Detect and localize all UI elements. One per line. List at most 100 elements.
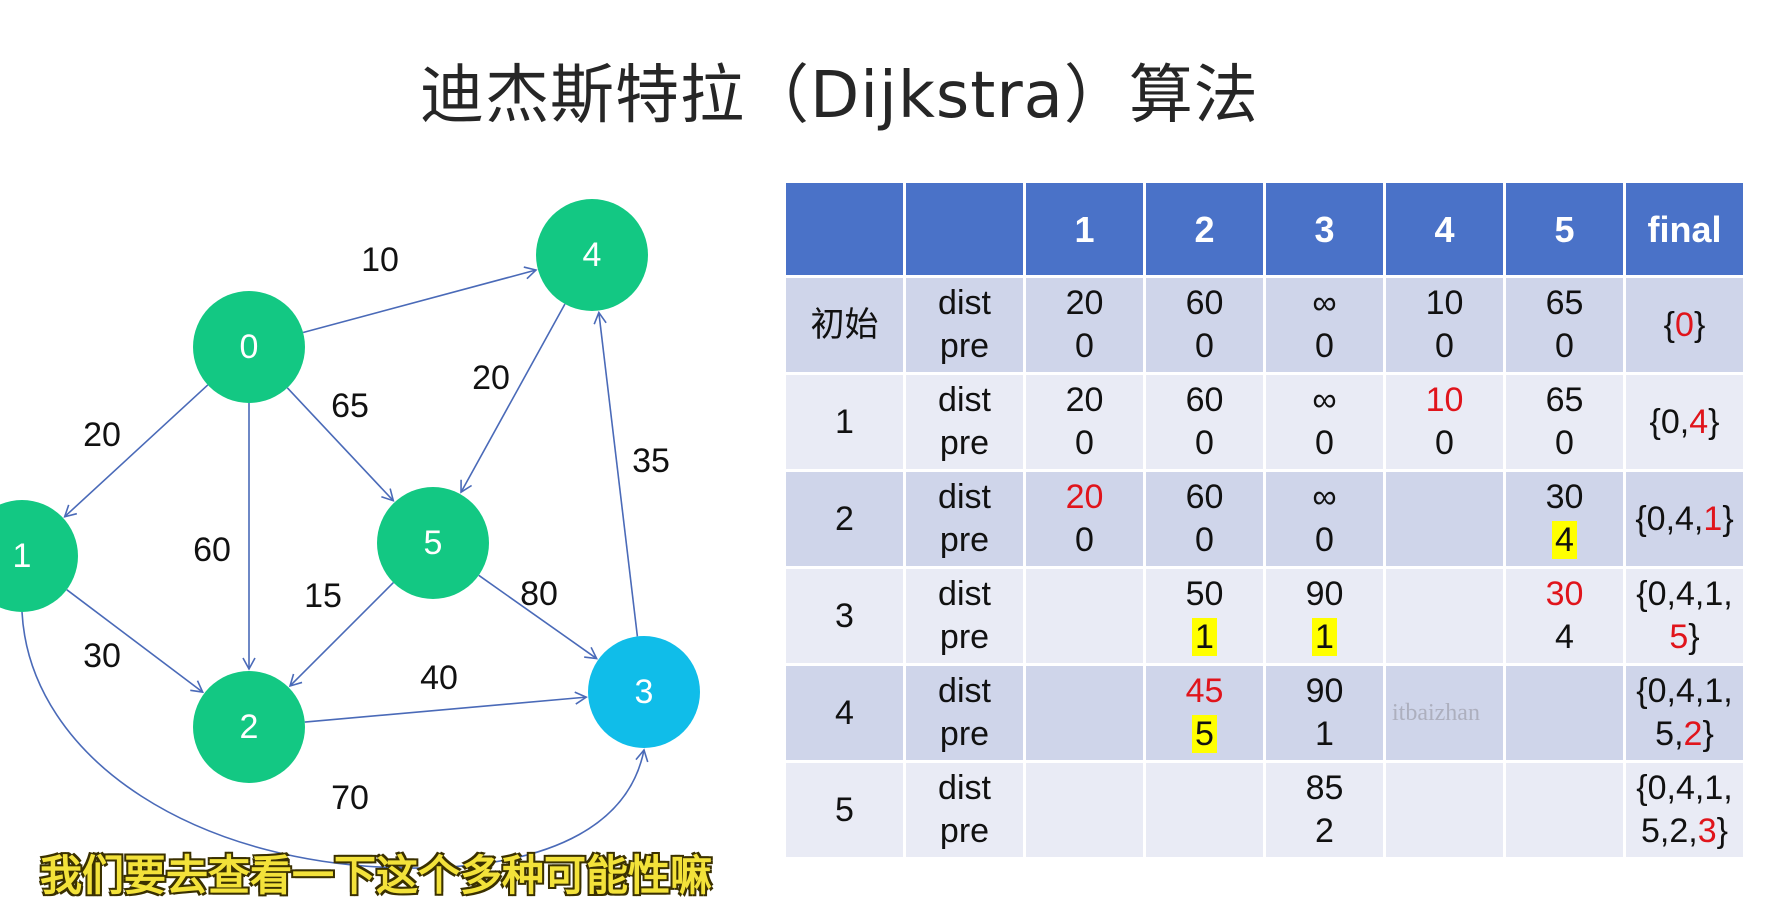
node-label-4: 4: [583, 236, 602, 274]
cell-vertex-1: [1026, 666, 1143, 760]
step-label: 4: [786, 666, 903, 760]
dist-value: 30: [1545, 478, 1584, 516]
row-label-dist: dist: [938, 769, 991, 807]
column-header-4: 4: [1386, 183, 1503, 275]
step-label: 1: [786, 375, 903, 469]
final-set-part: 2: [1683, 715, 1703, 753]
dist-value: 60: [1185, 381, 1224, 419]
edge-weight-5-2: 15: [304, 577, 342, 615]
dist-value: [1506, 767, 1623, 810]
column-header-2: 2: [1146, 183, 1263, 275]
edge-weight-0-5: 65: [331, 387, 369, 425]
pre-value: [1440, 812, 1449, 850]
pre-value: 4: [1555, 618, 1574, 656]
final-set: {0,4,1,5,2,3}: [1626, 763, 1743, 857]
pre-value: 1: [1192, 618, 1217, 656]
dist-value: ∞: [1312, 284, 1337, 322]
pre-value: 0: [1195, 521, 1214, 559]
node-5: [377, 487, 489, 599]
edge-0-5: [286, 387, 395, 502]
step-label: 初始: [786, 278, 903, 372]
dist-value: 50: [1185, 575, 1224, 613]
dist-value: 60: [1185, 478, 1224, 516]
dist-value: ∞: [1312, 381, 1337, 419]
pre-value: 0: [1555, 327, 1574, 365]
dist-value: ∞: [1312, 478, 1337, 516]
final-set: {0,4}: [1626, 375, 1743, 469]
row-label-pre: pre: [939, 327, 990, 365]
edge-weight-1-3: 70: [331, 779, 369, 817]
final-set-part: }: [1688, 618, 1700, 656]
cell-vertex-3: ∞0: [1266, 375, 1383, 469]
final-set-part: 0: [1675, 305, 1694, 344]
final-set-part: 1: [1703, 499, 1723, 538]
column-header-final: final: [1626, 183, 1743, 275]
node-1: [0, 500, 78, 612]
cell-vertex-3: ∞0: [1266, 278, 1383, 372]
dist-value: [1146, 767, 1263, 810]
pre-value: 1: [1312, 618, 1337, 656]
row-label-pre: pre: [939, 424, 990, 462]
dist-value: 90: [1305, 672, 1344, 710]
final-set-part: {0,4,1,: [1636, 575, 1733, 613]
step-label: 3: [786, 569, 903, 663]
row-labels: dist pre: [906, 666, 1023, 760]
edge-4-5: [460, 303, 566, 494]
edge-weight-5-3: 80: [520, 575, 558, 613]
node-0: [193, 291, 305, 403]
edge-5-3: [478, 574, 598, 660]
row-label-dist: dist: [938, 284, 991, 322]
node-4: [536, 199, 648, 311]
edge-0-4: [302, 266, 538, 334]
pre-value: 1: [1315, 715, 1334, 753]
edge-weight-4-5: 20: [472, 359, 510, 397]
final-set-part: }: [1693, 305, 1706, 344]
column-header-3: 3: [1266, 183, 1383, 275]
pre-value: [1080, 715, 1089, 753]
dist-value: [1026, 573, 1143, 616]
pre-value: 0: [1315, 521, 1334, 559]
final-set: {0,4,1,5}: [1626, 569, 1743, 663]
column-header-5: 5: [1506, 183, 1623, 275]
row-label-pre: pre: [939, 715, 990, 753]
node-label-3: 3: [635, 673, 654, 711]
node-label-1: 1: [13, 537, 32, 575]
pre-value: [1440, 618, 1449, 656]
pre-value: 0: [1195, 327, 1214, 365]
dist-value: 90: [1305, 575, 1344, 613]
pre-value: 4: [1552, 521, 1577, 559]
column-header-empty: [906, 183, 1023, 275]
cell-vertex-5: [1506, 666, 1623, 760]
pre-value: 0: [1075, 521, 1094, 559]
pre-value: 0: [1195, 424, 1214, 462]
row-label-pre: pre: [939, 521, 990, 559]
pre-value: 2: [1315, 812, 1334, 850]
dist-value: [1386, 767, 1503, 810]
dist-value: 10: [1425, 284, 1464, 322]
row-label-dist: dist: [938, 672, 991, 710]
pre-value: 5: [1192, 715, 1217, 753]
slide-title: 迪杰斯特拉（Dijkstra）算法: [420, 59, 1259, 133]
final-set-part: 4: [1689, 402, 1709, 441]
final-set-part: 5,: [1655, 715, 1684, 753]
edge-weight-2-3: 40: [420, 659, 458, 697]
pre-value: [1440, 521, 1449, 559]
node-label-2: 2: [240, 708, 259, 746]
watermark: itbaizhan: [1392, 700, 1480, 726]
